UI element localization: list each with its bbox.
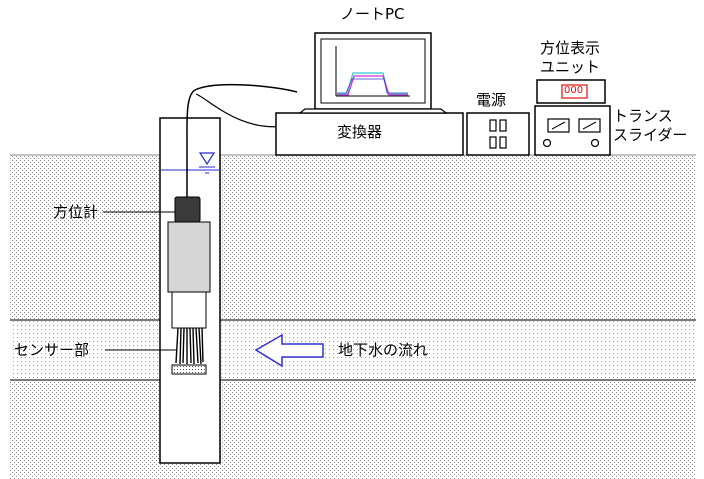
power-supply-sockets — [489, 119, 507, 149]
power-supply-box — [466, 112, 530, 156]
power-supply-label: 電源 — [476, 91, 507, 109]
probe-upper-body — [167, 221, 211, 293]
transformer-label-line1: トランス — [613, 107, 673, 125]
direction-display-label-line2: ユニット — [540, 58, 601, 76]
pc-waveform-graph — [335, 46, 410, 97]
converter-label: 変換器 — [337, 123, 383, 141]
pc-keyboard-base — [298, 108, 448, 114]
cable — [186, 83, 298, 197]
pc-screen — [320, 38, 426, 104]
direction-display-value: 000 — [564, 85, 584, 96]
direction-display-screen — [561, 84, 588, 99]
knob-left — [542, 138, 552, 148]
transformer-label-line2: スライダー — [613, 126, 688, 144]
sensor-wires — [175, 327, 204, 365]
soil-upper-layer — [10, 155, 696, 320]
soil-lower-layer — [10, 380, 696, 479]
direction-display-label-line1: 方位表示 — [540, 39, 601, 57]
notebook-pc-label: ノートPC — [340, 5, 405, 23]
triangle-down-water-level-icon — [198, 152, 216, 174]
compass-label: 方位計 — [53, 203, 99, 221]
cable-to-converter — [195, 93, 286, 128]
sensor-cap — [171, 364, 207, 375]
groundwater-flow-label: 地下水の流れ — [338, 341, 429, 359]
sensor-part-label: センサー部 — [14, 341, 90, 359]
meter-left — [547, 118, 570, 133]
meter-right — [578, 118, 601, 133]
converter-box — [275, 112, 464, 156]
knob-right — [590, 138, 600, 148]
probe-lower-body — [171, 291, 207, 329]
compass-module — [174, 196, 201, 223]
arrow-left-icon — [254, 333, 324, 368]
